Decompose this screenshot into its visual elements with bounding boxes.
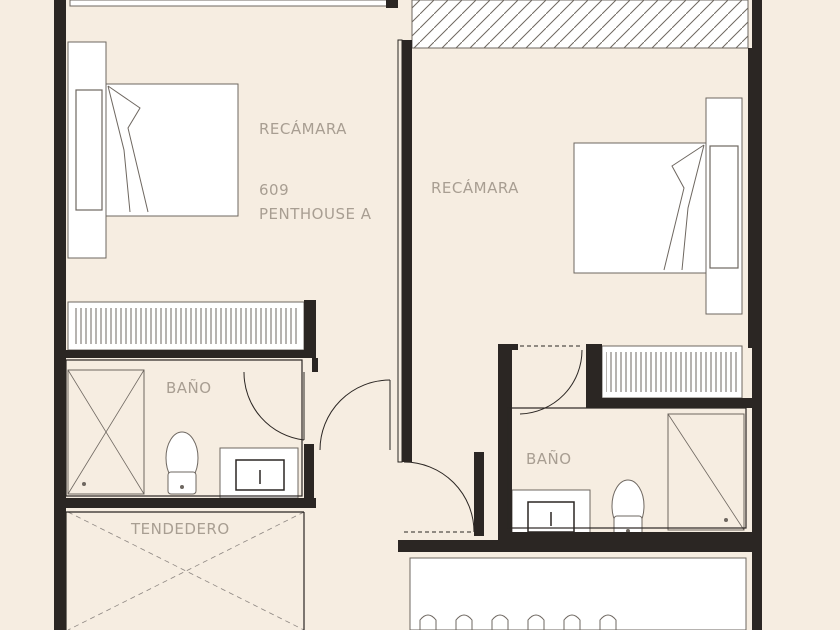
door-swings (243, 345, 583, 533)
toilet-right (611, 479, 645, 539)
room-label-laundry: TENDEDERO (131, 520, 230, 538)
unit-number-label: 609 (259, 181, 290, 199)
laundry-area (67, 511, 305, 630)
window-top (69, 0, 389, 7)
room-label-bedroom-left: RECÁMARA (259, 120, 347, 138)
room-label-bedroom-right: RECÁMARA (431, 179, 519, 197)
closet-right (601, 345, 743, 399)
unit-name-label: PENTHOUSE A (259, 205, 372, 223)
room-label-bath-left: BAÑO (166, 379, 212, 397)
sink-left (219, 447, 299, 499)
shower-right (667, 413, 745, 531)
bed-right (573, 97, 743, 315)
toilet-left (165, 431, 199, 495)
walls (54, 0, 762, 630)
balcony-railing (411, 0, 749, 49)
shower-left (67, 369, 145, 495)
bed-left (67, 41, 239, 259)
closet-left (67, 301, 305, 351)
stairs (409, 557, 747, 630)
room-label-bath-right: BAÑO (526, 450, 572, 468)
sink-right (511, 489, 591, 539)
wall-outlines (65, 359, 747, 630)
